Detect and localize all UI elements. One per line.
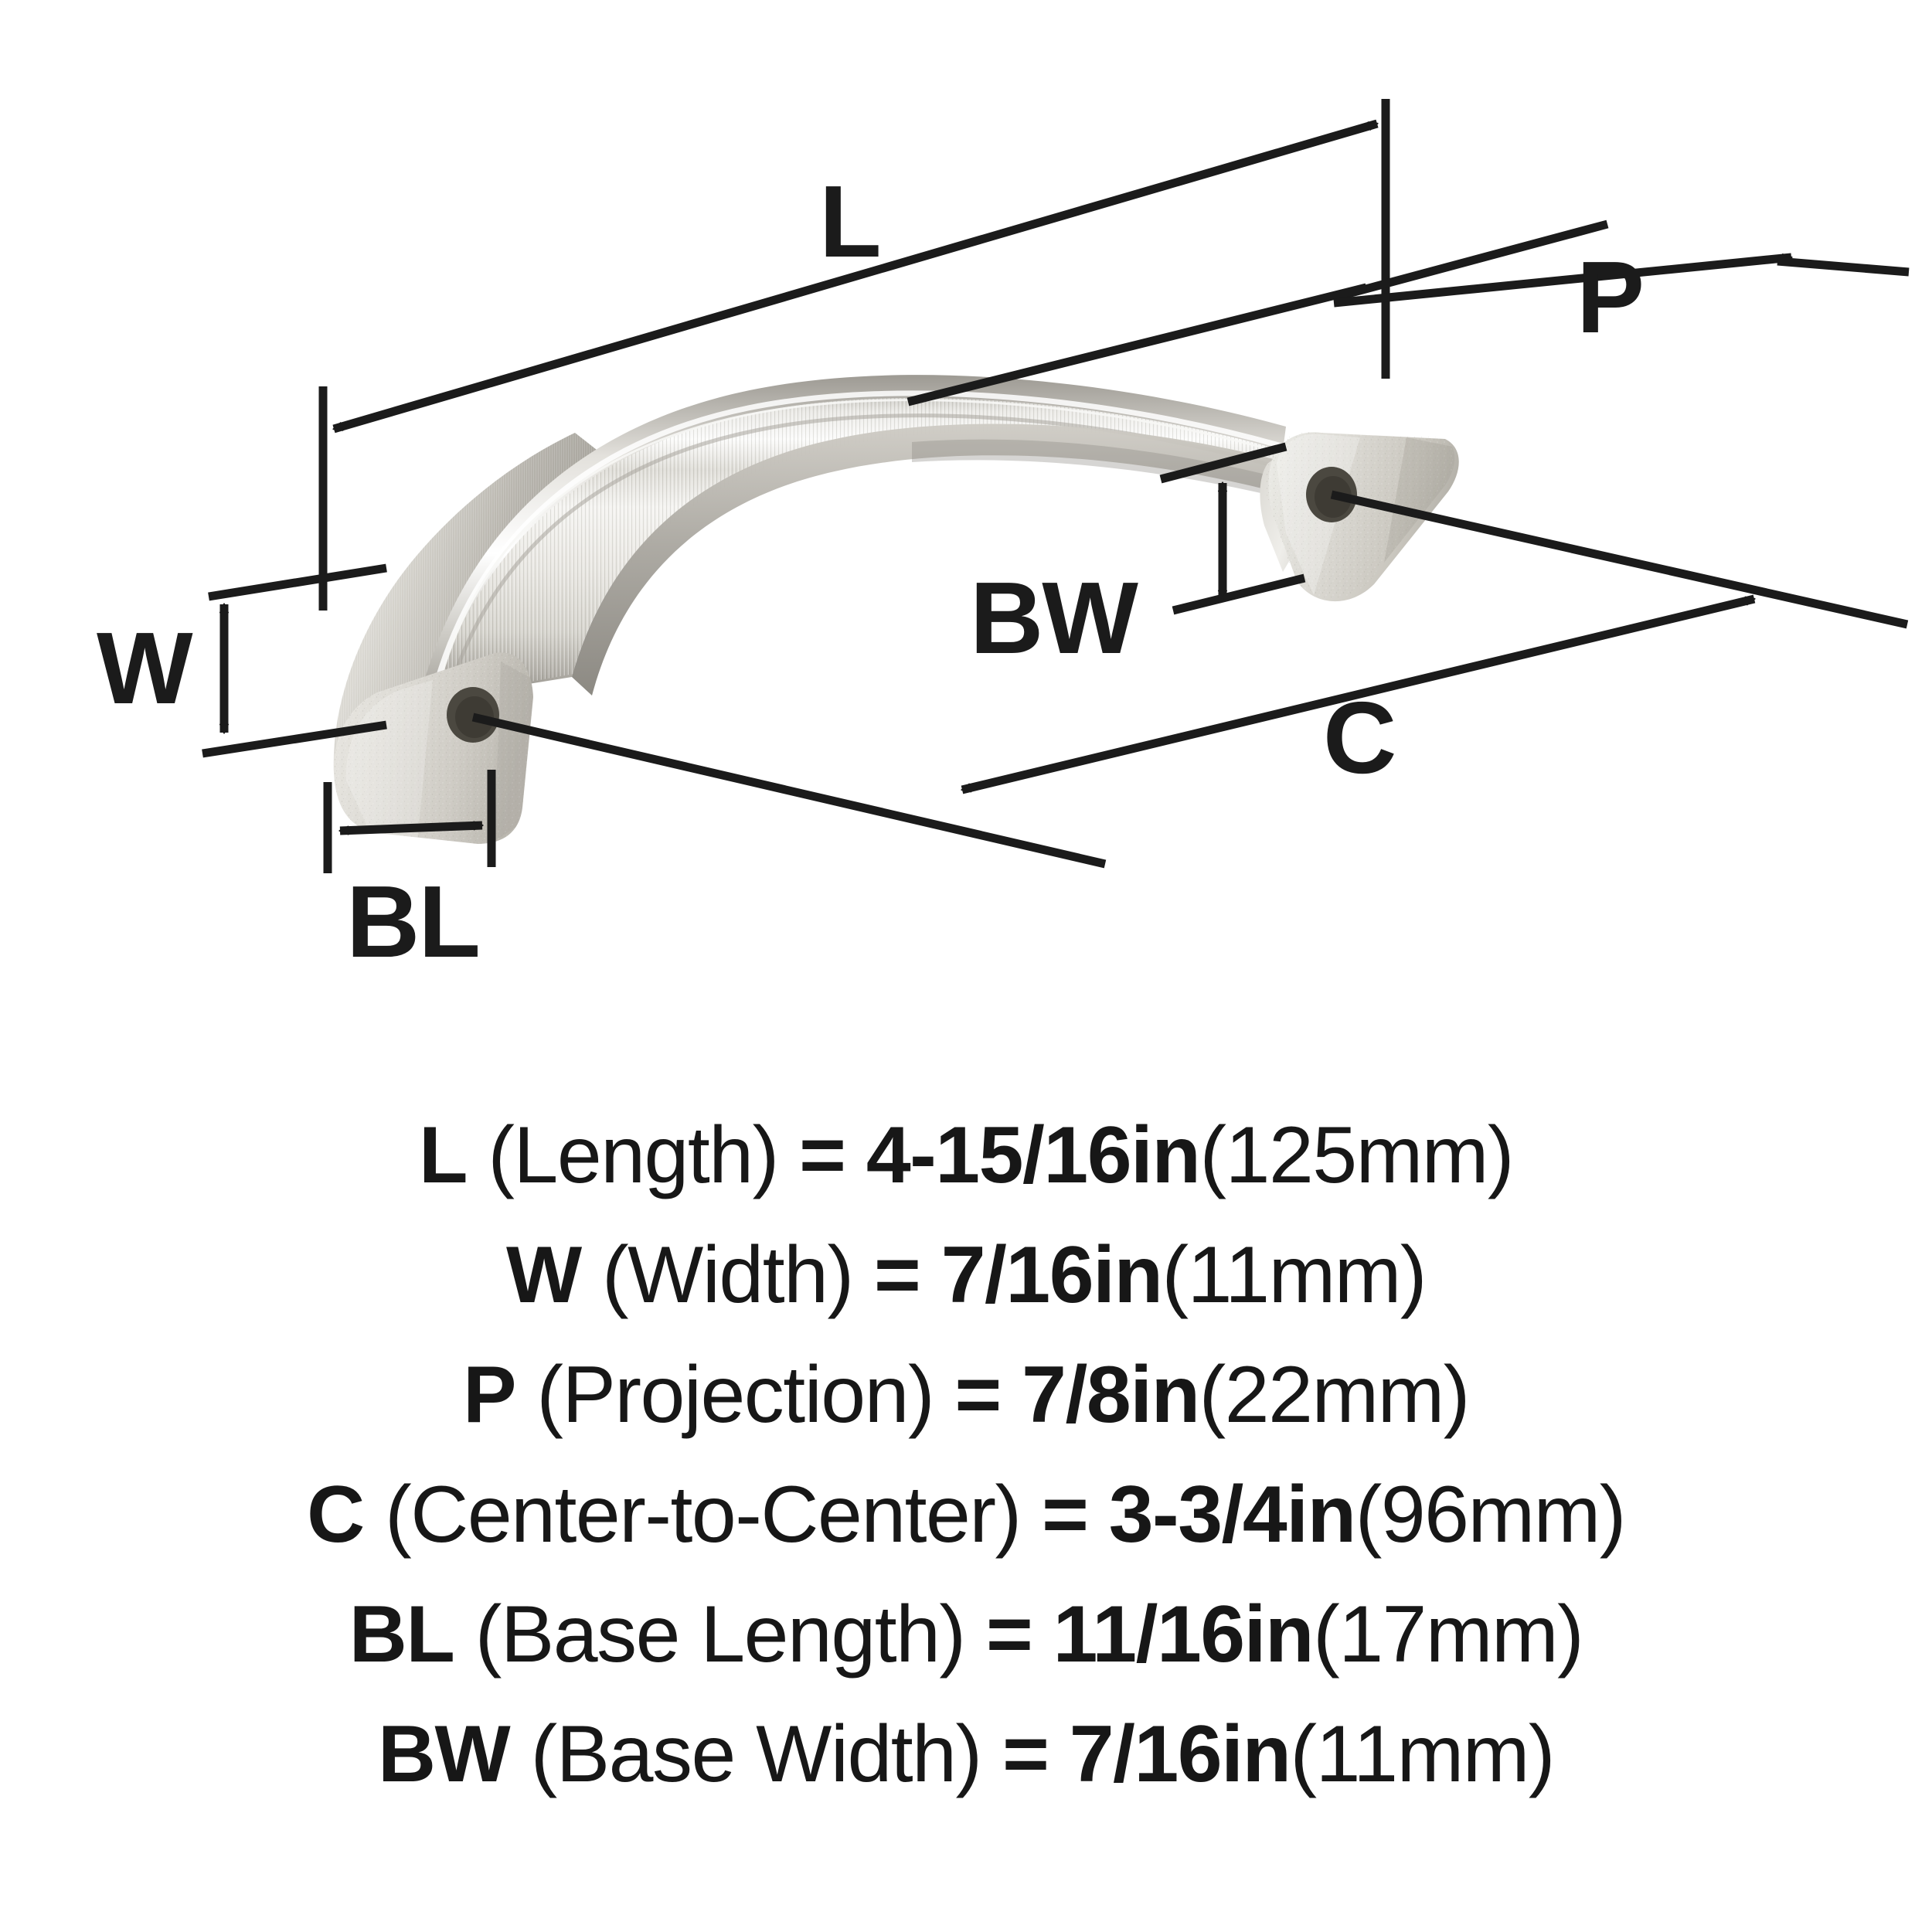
- spec-metric-length: (125mm): [1199, 1111, 1514, 1200]
- handle-band-shadow: [912, 439, 1314, 505]
- spec-imperial-width: 7/16in: [940, 1230, 1163, 1320]
- w-leader-top: [208, 563, 387, 601]
- spec-code-projection: P: [463, 1350, 516, 1440]
- spec-imperial-length: 4-15/16in: [866, 1111, 1201, 1200]
- c-dimension-line: [962, 594, 1754, 794]
- spec-desc-base-length: (Base Length): [474, 1590, 966, 1679]
- spec-equals-center-to-center: =: [1042, 1470, 1089, 1560]
- dimension-label-projection: P: [1577, 240, 1643, 354]
- bl-dimension-line: [340, 825, 482, 831]
- diagram-canvas: L P W BW C BL: [97, 99, 1910, 978]
- spec-equals-base-length: =: [985, 1590, 1033, 1679]
- spec-equals-length: =: [799, 1111, 846, 1200]
- w-leader-bottom: [202, 720, 387, 758]
- p-dimension-line-upper: [1334, 219, 1609, 302]
- dimension-label-base-length: BL: [346, 865, 479, 978]
- c-leader-left: [471, 713, 1107, 869]
- spec-row-length: L (Length) = 4-15/16in(125mm): [0, 1096, 1932, 1216]
- handle-band-brushing: [433, 389, 1314, 699]
- handle-under-edge: [572, 423, 1318, 696]
- spec-code-width: W: [505, 1230, 582, 1320]
- product-diagram: L P W BW C BL: [97, 99, 1910, 978]
- p-dimension-line-lower: [1333, 253, 1791, 308]
- spec-metric-center-to-center: (96mm): [1355, 1470, 1627, 1560]
- spec-row-base-width: BW (Base Width) = 7/16in(11mm): [0, 1695, 1932, 1815]
- spec-desc-length: (Length): [488, 1111, 779, 1200]
- spec-desc-center-to-center: (Center-to-Center): [385, 1470, 1022, 1560]
- spec-imperial-projection: 7/8in: [1022, 1350, 1200, 1440]
- spec-imperial-base-length: 11/16in: [1053, 1590, 1315, 1679]
- dimension-label-center-to-center: C: [1323, 681, 1395, 794]
- spec-code-base-length: BL: [349, 1590, 455, 1679]
- spec-desc-projection: (Projection): [536, 1350, 934, 1440]
- dimension-label-base-width: BW: [970, 561, 1138, 675]
- p-leader-upper: [906, 283, 1368, 406]
- spec-equals-base-width: =: [1002, 1709, 1049, 1799]
- dimension-label-width: W: [97, 611, 193, 725]
- spec-metric-base-length: (17mm): [1313, 1590, 1584, 1679]
- spec-metric-base-width: (11mm): [1290, 1709, 1556, 1799]
- spec-code-center-to-center: C: [307, 1470, 365, 1560]
- c-leader-right: [1330, 490, 1909, 629]
- spec-code-base-width: BW: [377, 1709, 511, 1799]
- spec-row-center-to-center: C (Center-to-Center) = 3-3/4in(96mm): [0, 1455, 1932, 1575]
- p-leader-lower: [1777, 257, 1910, 277]
- spec-metric-projection: (22mm): [1199, 1350, 1471, 1440]
- spec-equals-projection: =: [954, 1350, 1002, 1440]
- spec-desc-base-width: (Base Width): [530, 1709, 983, 1799]
- bw-leader-bottom: [1172, 573, 1306, 615]
- dimension-label-length: L: [819, 165, 880, 278]
- left-base-shade: [495, 662, 533, 841]
- specification-list: L (Length) = 4-15/16in(125mm) W (Width) …: [0, 1096, 1932, 1815]
- left-base-highlight: [345, 680, 433, 842]
- spec-desc-width: (Width): [602, 1230, 854, 1320]
- spec-row-width: W (Width) = 7/16in(11mm): [0, 1216, 1932, 1335]
- spec-metric-width: (11mm): [1162, 1230, 1427, 1320]
- l-dimension-line: [334, 119, 1377, 434]
- spec-imperial-center-to-center: 3-3/4in: [1108, 1470, 1356, 1560]
- spec-code-length: L: [418, 1111, 468, 1200]
- dimension-annotations: [202, 99, 1910, 873]
- bw-leader-top: [1159, 442, 1287, 484]
- spec-imperial-base-width: 7/16in: [1069, 1709, 1291, 1799]
- spec-equals-width: =: [874, 1230, 921, 1320]
- spec-row-projection: P (Projection) = 7/8in(22mm): [0, 1335, 1932, 1455]
- spec-row-base-length: BL (Base Length) = 11/16in(17mm): [0, 1575, 1932, 1695]
